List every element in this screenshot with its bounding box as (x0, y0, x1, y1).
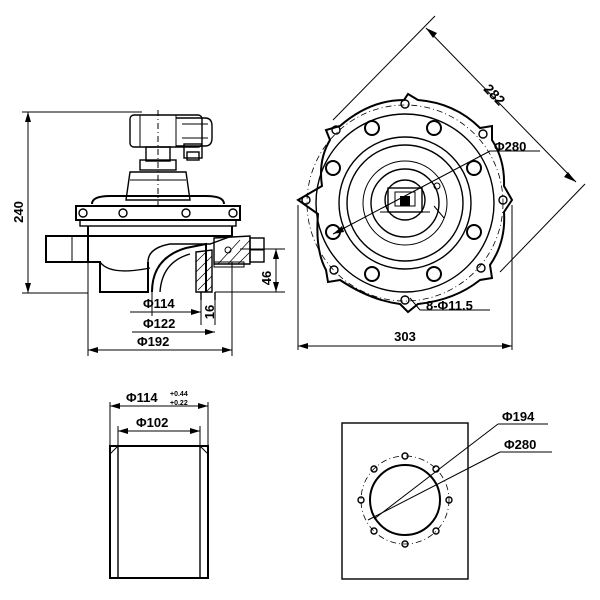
pipe-tol-lower: +0.22 (170, 400, 188, 407)
d192-label: Φ192 (137, 334, 169, 349)
pipe-outer-label: Φ114 (126, 390, 158, 405)
d114-label: Φ114 (143, 296, 175, 311)
side-view: 240 (11, 110, 285, 356)
width-303-label: 303 (394, 329, 416, 344)
diag-282-label: 282 (481, 81, 509, 109)
holes-label: 8-Φ11.5 (426, 298, 473, 313)
d122-label: Φ122 (143, 316, 175, 331)
flange-d194-label: Φ194 (502, 409, 535, 424)
dim-46-label: 46 (259, 271, 274, 285)
top-d280-label: Φ280 (494, 139, 526, 154)
flange-d280-label: Φ280 (504, 437, 536, 452)
pipe-view: Φ114 +0.44 +0.22 Φ102 (109, 390, 209, 579)
dim-16-label: 16 (202, 305, 217, 319)
flange-view: Φ194 Φ280 (341, 409, 552, 580)
top-view: Φ280 282 8-Φ11.5 303 (296, 15, 586, 350)
solenoid-coil (129, 114, 213, 161)
pipe-tol-upper: +0.44 (170, 391, 188, 398)
pipe-inner-label: Φ102 (136, 415, 168, 430)
height-240-label: 240 (11, 201, 26, 223)
